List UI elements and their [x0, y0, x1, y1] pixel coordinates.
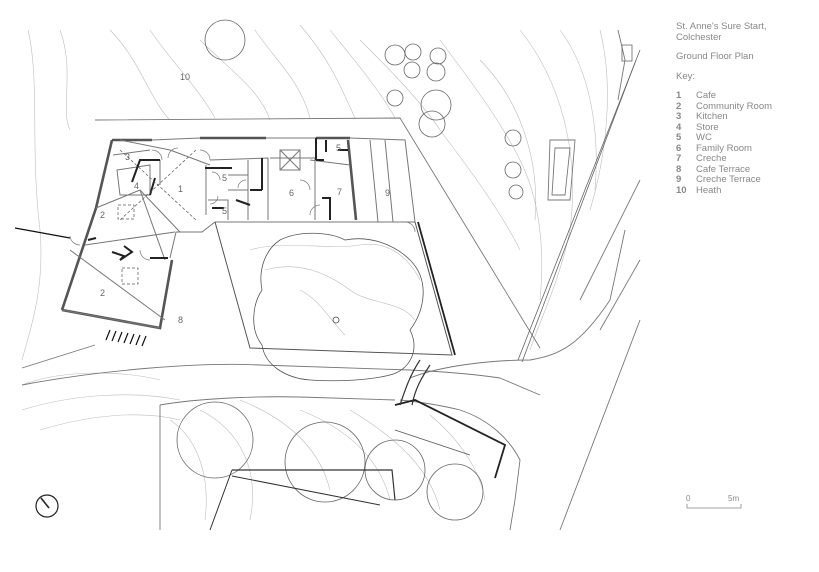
key-label: Store — [696, 121, 719, 133]
room-label-heath: 10 — [180, 72, 190, 82]
title-panel: St. Anne's Sure Start, Colchester Ground… — [676, 21, 816, 197]
room-label-family: 6 — [289, 188, 294, 198]
key-item: 2 Community Room — [676, 100, 816, 113]
key-item: 4 Store — [676, 121, 816, 134]
contour-lines — [21, 24, 608, 521]
key-label: Kitchen — [696, 111, 728, 122]
room-label-wc-a: 5 — [222, 173, 227, 183]
key-label: Cafe — [696, 90, 717, 101]
lower-structure — [209, 359, 507, 531]
scale-bar-graphic — [686, 504, 742, 509]
key-label: Creche Terrace — [696, 174, 761, 185]
room-label-store: 4 — [134, 181, 139, 191]
room-label-cafe-terrace: 8 — [178, 315, 183, 325]
project-title-line1: St. Anne's Sure Start, — [676, 21, 767, 32]
room-label-cafe: 1 — [178, 184, 183, 194]
key-list: 1 Cafe 2 Community Room 3 Kitchen 4 Store 5 W… — [676, 90, 816, 197]
key-item: 6 Family Room — [676, 142, 816, 155]
key-label: Heath — [696, 184, 722, 196]
key-number: 8 — [676, 163, 682, 175]
project-title-line2: Colchester — [676, 31, 722, 43]
scale-end-label: 5m — [728, 494, 740, 503]
key-number: 6 — [676, 142, 682, 154]
building-thin-walls — [61, 137, 416, 329]
site-boundary — [21, 29, 641, 531]
key-number: 1 — [676, 90, 682, 101]
key-number: 3 — [676, 111, 682, 122]
key-label: Creche — [696, 153, 727, 164]
building-thick-partitions — [87, 138, 348, 261]
room-label-kitchen: 3 — [125, 152, 130, 162]
key-number: 10 — [676, 184, 687, 196]
boundary-fence — [517, 44, 641, 363]
key-number: 7 — [676, 153, 682, 164]
key-item: 7 Creche — [676, 153, 816, 165]
courtyard-tree — [253, 232, 424, 382]
room-label-wc-c: 5 — [336, 143, 341, 153]
key-item: 5 WC — [676, 132, 816, 144]
floor-dashed — [117, 149, 197, 285]
scale-start-label: 0 — [686, 494, 691, 503]
key-number: 9 — [676, 174, 682, 185]
key-item: 3 Kitchen — [676, 111, 816, 123]
key-item: 9 Creche Terrace — [676, 174, 816, 186]
key-item: 1 Cafe — [676, 90, 816, 102]
courtyard — [214, 221, 456, 356]
ramp-line — [14, 227, 147, 347]
key-number: 5 — [676, 132, 682, 143]
trees — [176, 19, 524, 521]
key-label: Family Room — [696, 142, 752, 154]
key-label: Community Room — [696, 100, 773, 112]
room-label-wc-b: 5 — [222, 206, 227, 216]
scale-bar: 0 5m — [686, 494, 746, 512]
room-label-creche: 7 — [337, 187, 342, 197]
key-label: WC — [696, 132, 712, 143]
key-heading: Key: — [676, 70, 696, 82]
room-label-community-upper: 2 — [100, 210, 105, 220]
key-item: 10 Heath — [676, 184, 816, 197]
north-arrow — [35, 494, 59, 518]
key-number: 4 — [676, 121, 682, 133]
key-number: 2 — [676, 100, 682, 112]
room-label-community-lower: 2 — [100, 288, 105, 298]
room-label-creche-terrace: 9 — [385, 188, 390, 198]
key-label: Cafe Terrace — [696, 163, 751, 175]
key-item: 8 Cafe Terrace — [676, 163, 816, 176]
drawing-title: Ground Floor Plan — [676, 51, 754, 62]
door-swings — [69, 147, 416, 261]
